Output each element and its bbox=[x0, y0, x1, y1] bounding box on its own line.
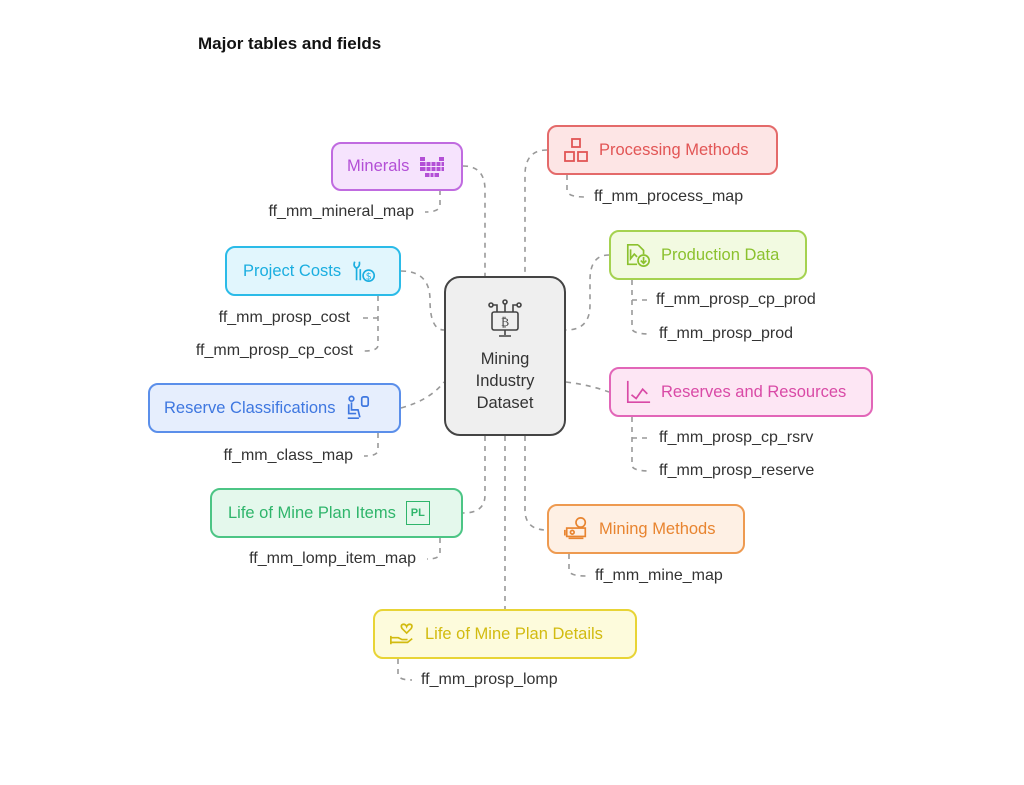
center-line-1: Mining bbox=[480, 350, 530, 368]
node-label: Life of Mine Plan Details bbox=[425, 624, 603, 643]
pl-badge-icon: PL bbox=[405, 501, 430, 525]
person-seat-icon bbox=[345, 395, 371, 421]
field-ff-mm-prosp-cp-cost: ff_mm_prosp_cp_cost bbox=[195, 342, 353, 359]
node-label: Reserve Classifications bbox=[164, 398, 336, 417]
node-label: Life of Mine Plan Items bbox=[228, 503, 396, 522]
node-mining-methods[interactable]: Mining Methods bbox=[547, 504, 745, 554]
field-ff-mm-mineral-map: ff_mm_mineral_map bbox=[268, 203, 414, 220]
node-life-of-mine-plan-items[interactable]: Life of Mine Plan Items PL bbox=[210, 488, 463, 538]
diagram-title: Major tables and fields bbox=[198, 34, 382, 53]
field-ff-mm-prosp-lomp: ff_mm_prosp_lomp bbox=[421, 671, 558, 688]
node-label: Project Costs bbox=[243, 261, 342, 280]
node-project-costs[interactable]: Project Costs $ bbox=[225, 246, 401, 296]
mining-rig-icon bbox=[563, 516, 589, 542]
node-label: Processing Methods bbox=[599, 140, 749, 159]
node-label: Production Data bbox=[661, 245, 780, 264]
field-ff-mm-prosp-cost: ff_mm_prosp_cost bbox=[218, 309, 350, 326]
wrench-dollar-icon: $ bbox=[351, 258, 377, 284]
node-production-data[interactable]: Production Data bbox=[609, 230, 807, 280]
node-label: Minerals bbox=[347, 157, 410, 175]
field-ff-mm-prosp-prod: ff_mm_prosp_prod bbox=[659, 325, 793, 342]
node-reserves-and-resources[interactable]: Reserves and Resources bbox=[609, 367, 873, 417]
bitcoin-monitor-icon: ₿ bbox=[488, 299, 522, 337]
node-label: Reserves and Resources bbox=[661, 382, 847, 401]
center-line-2: Industry bbox=[475, 372, 535, 390]
field-ff-mm-class-map: ff_mm_class_map bbox=[223, 447, 353, 464]
node-label: Mining Methods bbox=[599, 519, 716, 538]
line-chart-icon bbox=[625, 379, 651, 405]
periodic-table-icon bbox=[419, 154, 445, 180]
svg-text:$: $ bbox=[366, 271, 372, 282]
central-node-mining-industry-dataset: ₿ Mining Industry Dataset bbox=[444, 276, 566, 436]
hand-heart-icon bbox=[389, 621, 415, 647]
chart-download-icon bbox=[625, 242, 651, 268]
center-line-3: Dataset bbox=[476, 394, 534, 412]
field-ff-mm-mine-map: ff_mm_mine_map bbox=[595, 567, 723, 584]
blocks-icon bbox=[563, 137, 589, 163]
node-processing-methods[interactable]: Processing Methods bbox=[547, 125, 778, 175]
node-reserve-classifications[interactable]: Reserve Classifications bbox=[148, 383, 401, 433]
field-ff-mm-process-map: ff_mm_process_map bbox=[594, 188, 744, 205]
node-life-of-mine-plan-details[interactable]: Life of Mine Plan Details bbox=[373, 609, 637, 659]
field-ff-mm-prosp-cp-rsrv: ff_mm_prosp_cp_rsrv bbox=[659, 429, 814, 446]
field-ff-mm-lomp-item-map: ff_mm_lomp_item_map bbox=[249, 550, 416, 567]
node-minerals[interactable]: Minerals bbox=[331, 142, 463, 191]
svg-text:₿: ₿ bbox=[501, 315, 509, 329]
field-ff-mm-prosp-cp-prod: ff_mm_prosp_cp_prod bbox=[656, 291, 816, 308]
field-ff-mm-prosp-reserve: ff_mm_prosp_reserve bbox=[659, 462, 815, 479]
